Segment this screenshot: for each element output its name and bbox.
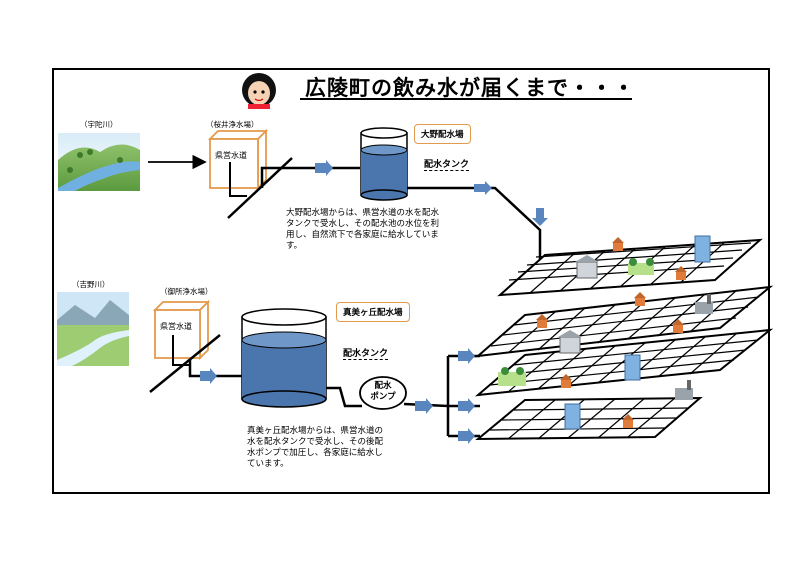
flow-arrow-icon	[458, 348, 475, 364]
flow-arrow-icon	[315, 160, 333, 176]
town-grid-lower-3	[475, 396, 703, 441]
park-icon	[628, 258, 654, 275]
pump-circle	[359, 376, 407, 410]
building-icon	[564, 403, 581, 430]
station-label: 大野配水場	[414, 124, 471, 144]
box-label: 県営水道	[215, 151, 247, 160]
house-icon	[536, 314, 548, 328]
building-icon	[694, 235, 711, 263]
purification-plant-box	[152, 299, 211, 361]
box-label: 県営水道	[160, 322, 192, 331]
station-label: 真美ヶ丘配水場	[336, 302, 410, 322]
mascot-icon	[242, 73, 276, 109]
upper-description: 大野配水場からは、県営水道の水を配水 タンクで受水し、その配水池の水位を利 用し…	[286, 208, 440, 251]
plant-label: （御所浄水場）	[160, 287, 213, 296]
river-label: （宇陀川）	[80, 120, 118, 129]
building-icon	[575, 255, 599, 279]
house-icon	[560, 374, 572, 388]
distribution-tank	[360, 127, 408, 201]
house-icon	[672, 319, 684, 333]
river-landscape-icon	[57, 292, 129, 366]
building-icon	[558, 330, 582, 354]
park-icon	[498, 367, 526, 386]
flow-arrow-icon	[532, 208, 548, 226]
house-icon	[612, 237, 624, 251]
river-label: （吉野川）	[72, 280, 110, 289]
house-icon	[622, 414, 634, 428]
river-landscape-icon	[58, 133, 140, 191]
factory-icon	[695, 294, 713, 314]
building-icon	[624, 354, 641, 381]
house-icon	[675, 266, 687, 280]
plant-label: （桜井浄水場）	[206, 120, 259, 129]
town-grid-lower-2	[474, 328, 774, 397]
purification-plant-box	[207, 128, 269, 191]
title-underline	[300, 98, 632, 100]
flow-arrow-icon	[458, 428, 475, 444]
flow-arrow-icon	[415, 398, 433, 414]
tank-label: 配水タンク	[343, 346, 389, 360]
lower-description: 真美ヶ丘配水場からは、県営水道の 水を配水タンクで受水し、その後配 水ポンプで加…	[247, 426, 384, 469]
tank-label: 配水タンク	[424, 157, 470, 171]
flow-arrow-icon	[474, 181, 492, 195]
pump-label: 配水 ポンプ	[370, 381, 396, 402]
flow-arrow-icon	[458, 398, 475, 414]
house-icon	[634, 292, 646, 306]
flow-arrow-icon	[200, 368, 217, 384]
factory-icon	[675, 380, 693, 400]
page-title: 広陵町の飲み水が届くまで・・・	[305, 76, 635, 100]
distribution-tank	[241, 308, 327, 408]
diagram-frame	[52, 68, 770, 494]
